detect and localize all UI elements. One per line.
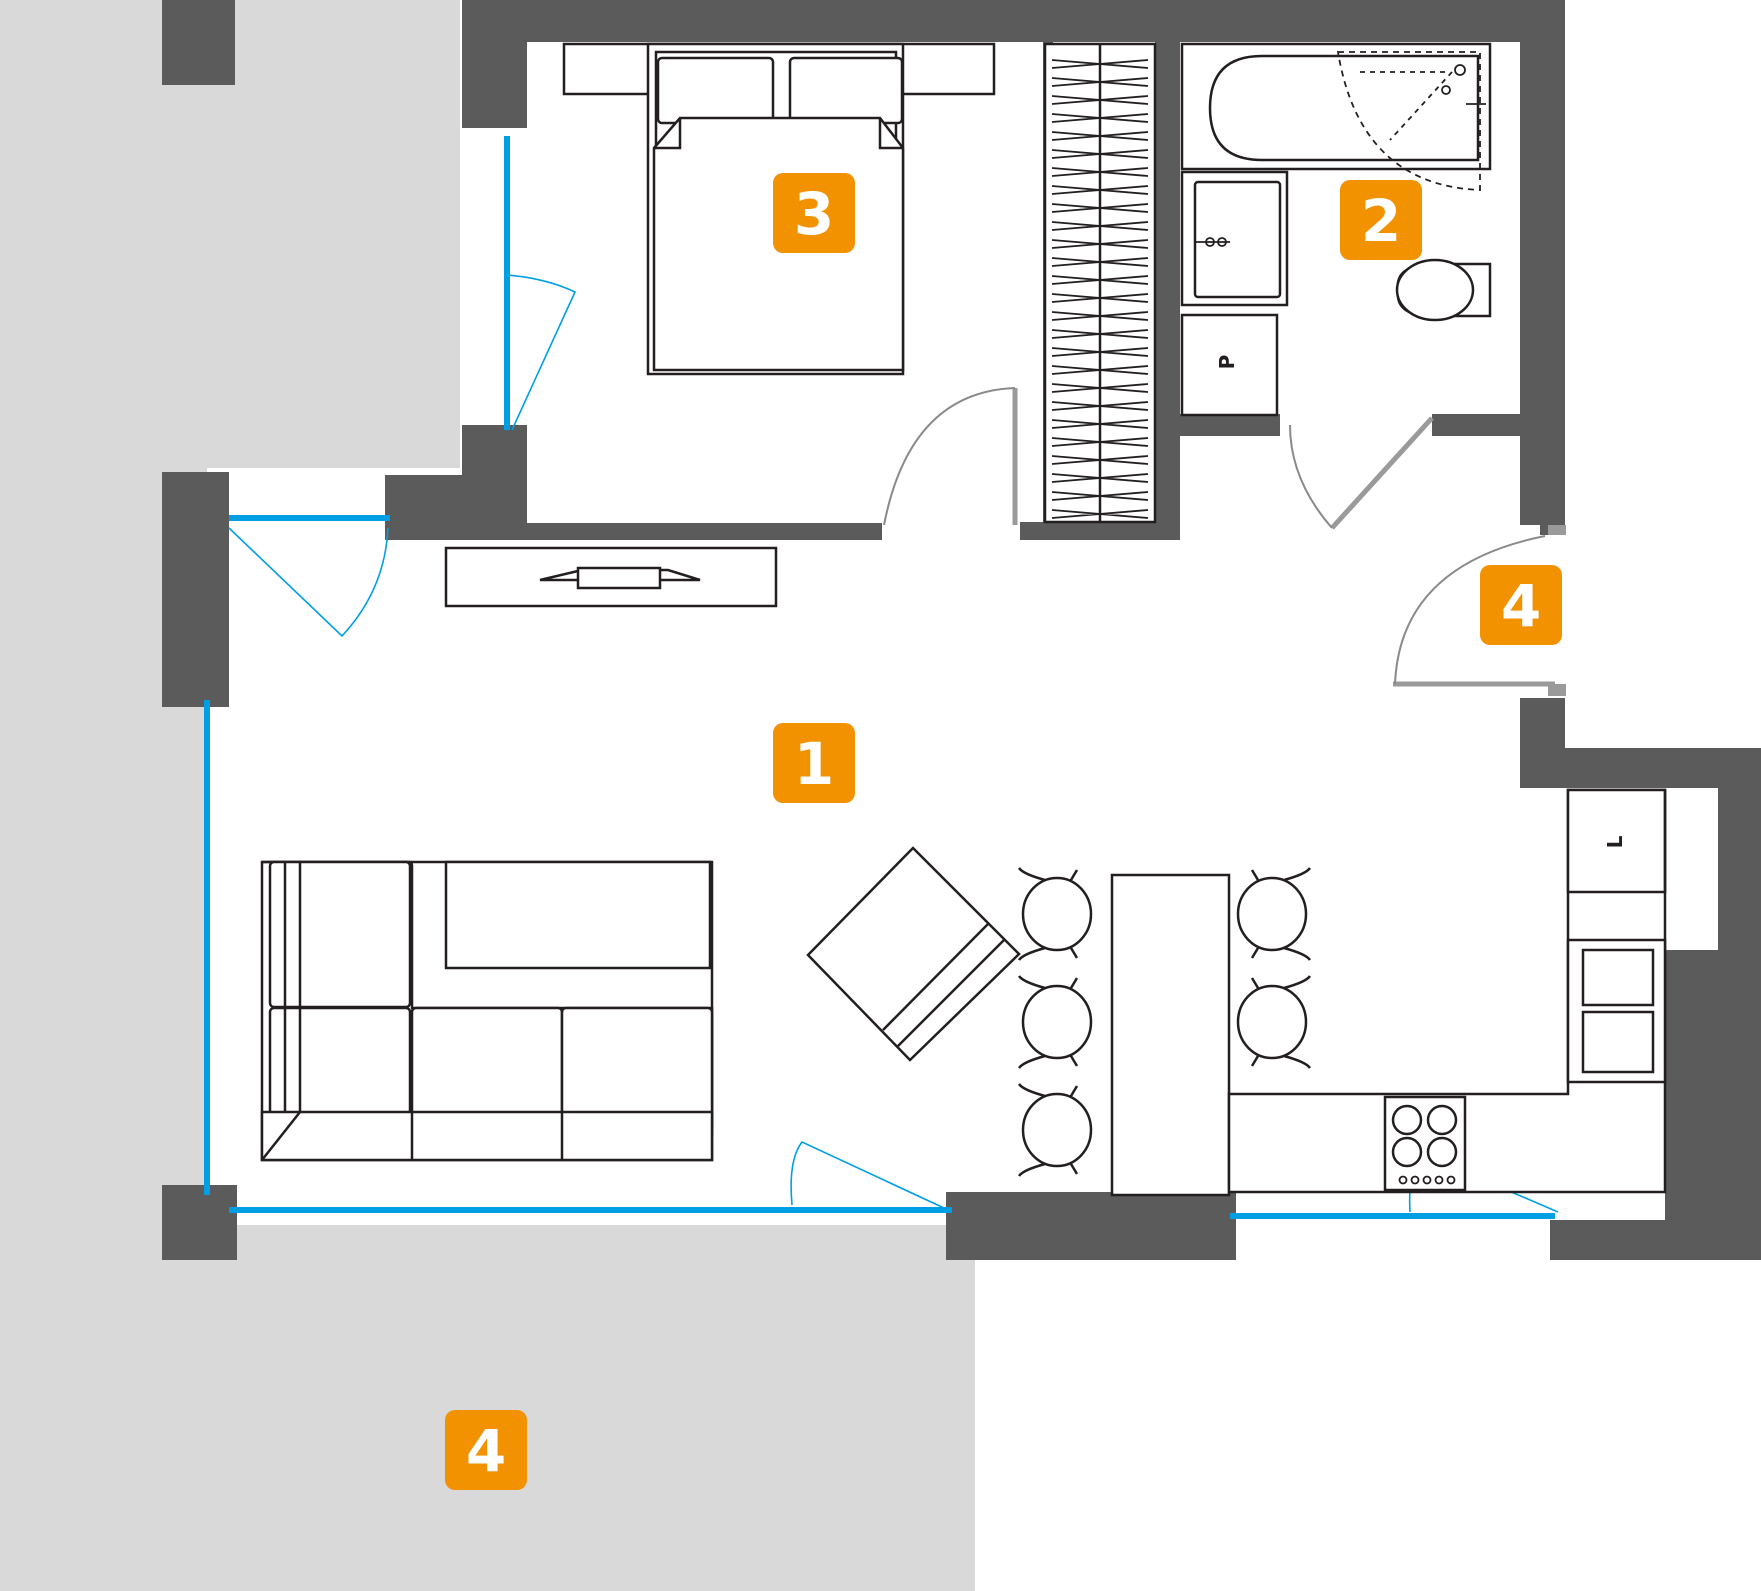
room-label-3: 3 [794, 180, 834, 248]
boiler-label: P [1215, 355, 1239, 370]
bar-chair [1236, 867, 1312, 961]
bathtub [1180, 42, 1492, 191]
coffee-table [444, 860, 712, 970]
bar-chairs [1017, 867, 1312, 1177]
washbasin [1180, 170, 1289, 307]
bar-chair [1017, 975, 1093, 1069]
wardrobe [1043, 42, 1157, 524]
armchair [806, 846, 1021, 1062]
cooktop [1383, 1095, 1467, 1192]
room-label-1: 1 [794, 730, 834, 798]
room-label-4-terrace: 4 [466, 1417, 506, 1485]
room-badge-3: 3 [773, 173, 855, 253]
room-label-2: 2 [1361, 187, 1401, 255]
kitchen-label: L [1603, 835, 1627, 848]
room-badge-4-hall: 4 [1480, 565, 1562, 645]
bar-table [1110, 873, 1231, 1197]
room-label-4-hall: 4 [1501, 572, 1541, 640]
doors [883, 387, 1566, 696]
room-badge-2: 2 [1340, 180, 1422, 260]
room-badge-1: 1 [773, 723, 855, 803]
bar-chair [1017, 867, 1093, 961]
windows [204, 136, 1559, 1219]
toilet [1395, 258, 1492, 322]
bar-chair [1017, 1083, 1093, 1177]
boiler: P [1180, 313, 1279, 417]
room-badge-4-terrace: 4 [445, 1410, 527, 1490]
bar-chair [1236, 975, 1312, 1069]
walls [162, 0, 1761, 1260]
tv-console [444, 546, 778, 608]
